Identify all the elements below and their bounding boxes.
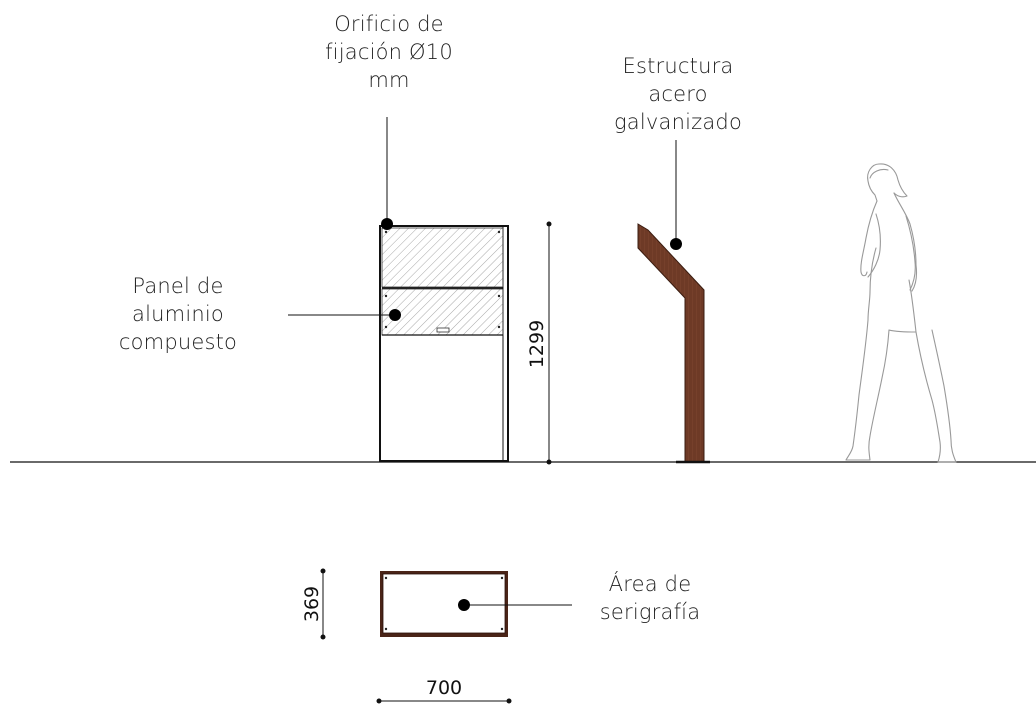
width-value: 700 — [426, 677, 462, 699]
height-value: 1299 — [526, 320, 548, 368]
depth-value: 369 — [301, 586, 323, 622]
area-marker — [458, 599, 470, 611]
human-figure — [845, 163, 957, 463]
plan-view — [380, 571, 508, 637]
signage-front-elevation — [379, 225, 509, 462]
panel-upper-hatched — [381, 227, 504, 288]
steel-structure-side — [637, 223, 710, 464]
label-estructura: Estructura acero galvanizado — [613, 54, 742, 134]
panel-lower-hatched — [381, 288, 504, 336]
estructura-marker — [670, 238, 682, 250]
steel-post — [637, 223, 705, 463]
depth-dimension: 369 — [301, 568, 326, 640]
height-dimension: 1299 — [526, 221, 552, 465]
label-orificio: Orificio de fijación Ø10 mm — [325, 12, 453, 92]
width-dimension: 700 — [376, 677, 512, 704]
label-panel: Panel de aluminio compuesto — [118, 274, 238, 354]
label-area: Área de serigrafía — [599, 572, 701, 624]
panel-marker — [389, 309, 401, 321]
plan-frame-inner — [382, 573, 506, 634]
orificio-marker — [381, 218, 393, 230]
